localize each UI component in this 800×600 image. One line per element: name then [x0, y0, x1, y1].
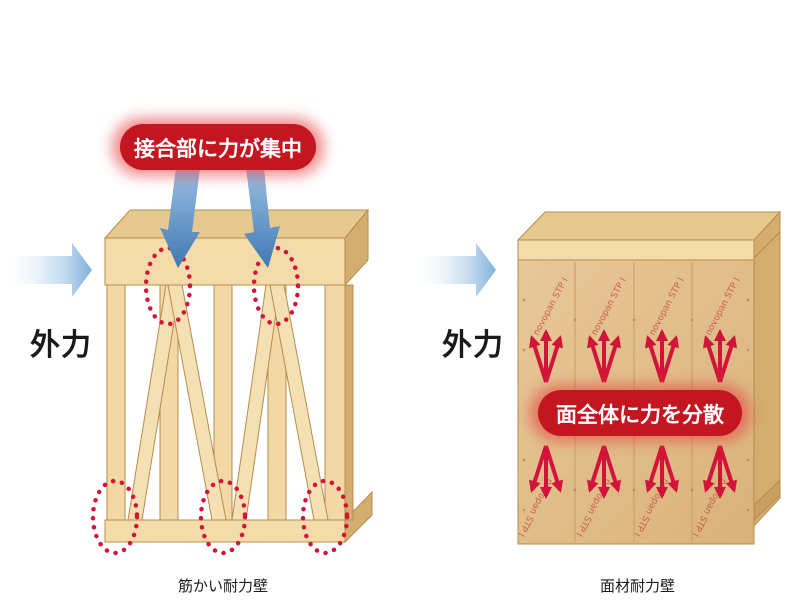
arrow-head-icon — [598, 487, 610, 499]
arrow-head-icon — [703, 479, 715, 493]
arrow-head-icon — [598, 329, 610, 341]
arrow-head-icon — [540, 487, 552, 499]
arrow-head-icon — [656, 329, 668, 341]
dispersed-force-arrows — [529, 329, 737, 499]
joint-marker — [90, 478, 140, 556]
joint-stress-markers — [90, 245, 350, 556]
arrow-head-icon — [609, 335, 621, 349]
left-badge — [112, 118, 324, 176]
right-badge-label: 面全体に力を分散 — [556, 403, 724, 427]
arrow-head-icon — [587, 335, 599, 349]
arrow-head-icon — [667, 335, 679, 349]
arrow-head-icon — [656, 487, 668, 499]
arrow-head-icon — [529, 335, 541, 349]
arrow-head-icon — [529, 479, 541, 493]
joint-marker — [251, 245, 301, 327]
arrow-head-icon — [667, 479, 679, 493]
concentrated-force-arrows — [160, 168, 280, 268]
down-arrow-icon — [244, 168, 280, 268]
arrow-head-icon — [725, 335, 737, 349]
external-force-arrow-icon — [412, 243, 496, 297]
right-badge — [530, 385, 750, 441]
joint-marker — [198, 478, 248, 556]
down-arrow-icon — [160, 168, 200, 268]
arrow-head-icon — [714, 329, 726, 341]
arrow-head-icon — [609, 479, 621, 493]
left-caption: 筋かい耐力壁 — [178, 577, 269, 595]
left-badge-label: 接合部に力が集中 — [134, 137, 302, 161]
arrow-head-icon — [551, 479, 563, 493]
arrow-head-icon — [714, 487, 726, 499]
right-force-label: 外力 — [442, 328, 504, 363]
left-force-label: 外力 — [30, 328, 92, 363]
external-force-arrow-icon — [0, 243, 92, 297]
joint-marker — [300, 478, 350, 556]
arrow-head-icon — [551, 335, 563, 349]
arrow-head-icon — [540, 329, 552, 341]
arrow-head-icon — [725, 479, 737, 493]
joint-marker — [143, 245, 193, 327]
arrow-head-icon — [587, 479, 599, 493]
braced-wall-frame — [103, 208, 373, 544]
arrow-head-icon — [645, 335, 657, 349]
right-caption: 面材耐力壁 — [600, 577, 676, 595]
panel-wall-frame — [516, 210, 782, 545]
arrow-head-icon — [645, 479, 657, 493]
arrow-head-icon — [703, 335, 715, 349]
